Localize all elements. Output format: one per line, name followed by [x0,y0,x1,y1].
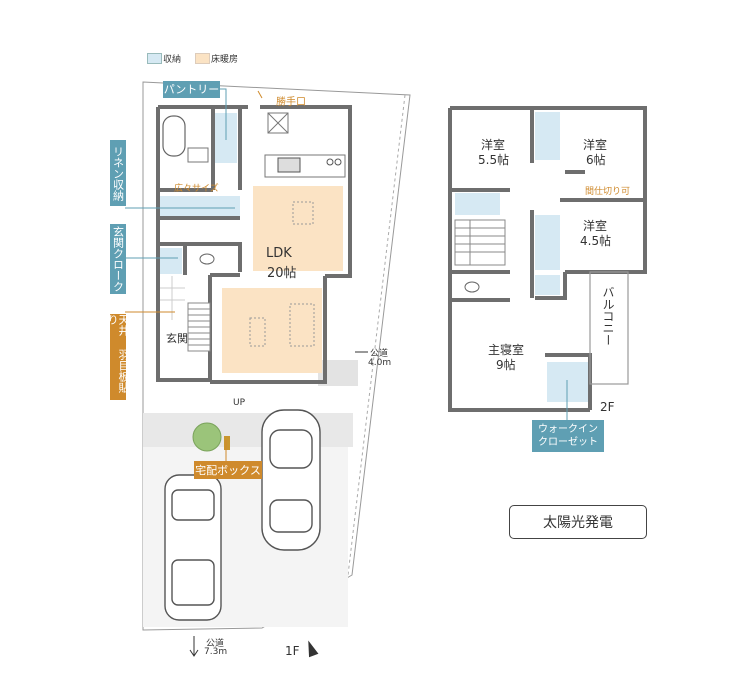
ceiling-board-callout: 天井 羽目板貼り [106,314,130,400]
ldk-floor-heating [253,186,343,271]
walk-in-closet-callout: ウォークインクローゼット [532,420,604,452]
road-east-width: 4.0m [368,358,392,368]
room-a-name: 洋室 [481,138,506,152]
road-south-label: 公道 [206,639,225,649]
garden-tree [192,422,222,452]
ldk-name-label: LDK [266,246,292,261]
master-name: 主寝室 [488,343,525,357]
linen-storage-callout: リネン収納 [110,140,126,206]
room-b-name: 洋室 [583,138,608,152]
garden-strip [143,413,353,447]
cloak-storage [160,248,182,274]
balcony-label: バルコニー [601,286,615,346]
floor-1f-label: 1F [285,644,300,658]
legend-floor-heating-swatch [195,53,210,64]
road-south-width: 7.3m [204,647,228,657]
room-b-size: 6帖 [586,153,606,167]
floor-2f-label: 2F [600,400,615,414]
entrance-label: 玄関 [166,332,188,345]
partition-note: 間仕切り可 [585,187,631,197]
back-door-label: 勝手口 [276,97,306,108]
linen-storage [160,196,240,218]
master-size: 9帖 [496,358,516,372]
spacious-size-label: 広々サイズ [174,184,219,194]
room-c-name: 洋室 [583,219,608,233]
ldk-size-label: 20帖 [267,266,297,281]
entrance-cloak-callout: 玄関クローク [110,224,126,294]
pantry-storage [213,113,237,163]
pantry-callout: パントリー [163,81,220,98]
car-left [164,474,222,621]
delivery-box-callout: 宅配ボックス [194,461,262,479]
legend-storage-swatch [147,53,162,64]
up-label: UP [233,398,246,408]
living-floor-heating [222,288,322,373]
wic-storage [547,362,589,402]
room-a-size: 5.5帖 [478,153,510,167]
legend-floor-heating-label: 床暖房 [211,55,239,65]
car-right [261,409,321,551]
room-c-size: 4.5帖 [580,234,612,248]
solar-power-badge: 太陽光発電 [509,505,647,539]
balcony [589,271,629,385]
road-east-label: 公道 [370,349,389,359]
legend-storage-label: 収納 [163,55,182,65]
